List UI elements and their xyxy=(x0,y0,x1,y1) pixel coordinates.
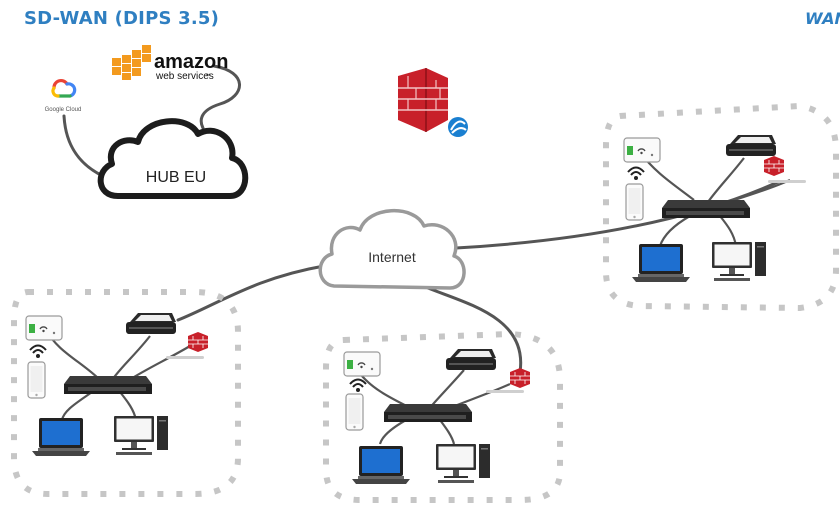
link-aws-hub xyxy=(199,64,241,130)
cable-icon xyxy=(166,356,204,359)
aws-wordmark: amazon xyxy=(154,51,228,73)
smartphone-icon[interactable] xyxy=(27,361,46,399)
site-west-boundary xyxy=(11,289,241,497)
wifi-access-point[interactable] xyxy=(623,137,661,163)
link-internet-site-south xyxy=(426,286,523,374)
firewall-icon xyxy=(398,68,448,132)
aws-cubes-icon xyxy=(112,45,151,80)
wifi-icon xyxy=(29,344,47,359)
aws-subtitle: web services xyxy=(155,71,214,82)
site-east xyxy=(623,135,806,282)
wifi-access-point[interactable] xyxy=(25,315,63,341)
hub-eu-cloud[interactable]: HUB EU xyxy=(97,118,249,199)
google-cloud-label: Google Cloud xyxy=(45,107,82,113)
network-switch-icon[interactable] xyxy=(64,376,152,394)
smartphone-icon[interactable] xyxy=(625,183,644,221)
wifi-icon xyxy=(349,378,367,393)
link-internet-site-west xyxy=(176,264,326,322)
firewall-icon xyxy=(763,155,785,177)
site-boundaries xyxy=(11,102,839,503)
site-west xyxy=(25,313,209,456)
laptop-icon[interactable] xyxy=(632,244,690,282)
title-fragment-right: WAN xyxy=(805,9,840,28)
site-south xyxy=(343,349,531,484)
google-cloud-logo: Google Cloud xyxy=(45,79,82,113)
desktop-computer-icon[interactable] xyxy=(436,444,490,483)
site-south-boundary xyxy=(323,330,563,503)
internet-cloud[interactable]: Internet xyxy=(318,209,466,290)
sdwan-edge-icon xyxy=(448,117,468,137)
cable-icon xyxy=(486,390,524,393)
desktop-computer-icon[interactable] xyxy=(114,416,168,455)
network-switch-icon[interactable] xyxy=(384,404,472,422)
hub-eu-label: HUB EU xyxy=(146,169,206,186)
router-icon[interactable] xyxy=(726,135,776,156)
firewall-icon xyxy=(509,367,531,389)
wifi-icon xyxy=(627,166,645,181)
laptop-icon[interactable] xyxy=(32,418,90,456)
aws-logo: amazon web services ™ xyxy=(112,45,228,82)
laptop-icon[interactable] xyxy=(352,446,410,484)
router-icon[interactable] xyxy=(446,349,496,370)
router-icon[interactable] xyxy=(126,313,176,334)
wifi-access-point[interactable] xyxy=(343,351,381,377)
site-east-boundary xyxy=(603,102,839,312)
diagram-title: SD-WAN (DIPS 3.5) xyxy=(24,8,220,29)
smartphone-icon[interactable] xyxy=(345,393,364,431)
network-switch-icon[interactable] xyxy=(662,200,750,218)
desktop-computer-icon[interactable] xyxy=(712,242,766,281)
firewall-icon xyxy=(187,331,209,353)
aws-trademark: ™ xyxy=(205,73,210,79)
google-cloud-icon xyxy=(51,79,77,98)
cable-icon xyxy=(768,180,806,183)
central-firewall xyxy=(398,68,468,137)
internet-label: Internet xyxy=(368,249,416,265)
